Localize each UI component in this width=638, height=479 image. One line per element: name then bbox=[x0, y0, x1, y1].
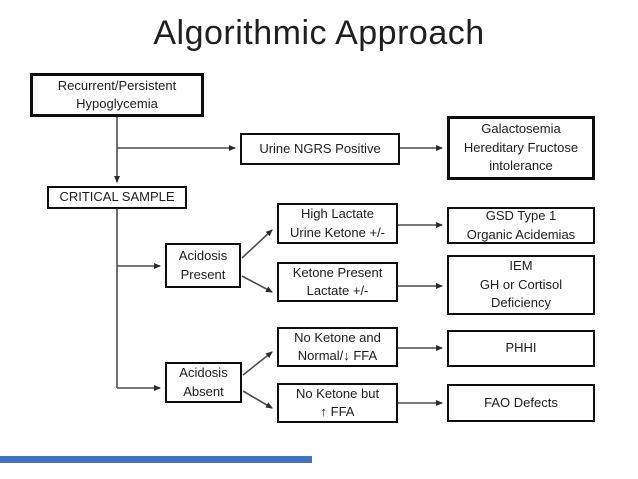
node-critical-sample: CRITICAL SAMPLE bbox=[47, 186, 187, 209]
node-galactosemia-hereditary-fructose: Galactosemia Hereditary Fructose intoler… bbox=[447, 116, 595, 180]
node-fao-defects: FAO Defects bbox=[447, 384, 595, 422]
node-phhi: PHHI bbox=[447, 330, 595, 367]
node-no-ketone-high-ffa: No Ketone but ↑ FFA bbox=[277, 383, 398, 423]
node-iem-gh-cortisol-deficiency: IEM GH or Cortisol Deficiency bbox=[447, 255, 595, 315]
node-no-ketone-normal-ffa: No Ketone and Normal/↓ FFA bbox=[277, 327, 398, 367]
bottom-accent-bar bbox=[0, 456, 312, 463]
slide-title: Algorithmic Approach bbox=[153, 14, 485, 52]
node-acidosis-absent: Acidosis Absent bbox=[165, 362, 242, 403]
node-high-lactate-urine-ketone: High Lactate Urine Ketone +/- bbox=[277, 203, 398, 244]
node-acidosis-present: Acidosis Present bbox=[165, 243, 241, 288]
node-ketone-present-lactate: Ketone Present Lactate +/- bbox=[277, 262, 398, 302]
node-gsd-organic-acidemias: GSD Type 1 Organic Acidemias bbox=[447, 207, 595, 244]
node-recurrent-persistent-hypoglycemia: Recurrent/Persistent Hypoglycemia bbox=[30, 73, 204, 117]
node-urine-ngrs-positive: Urine NGRS Positive bbox=[240, 133, 400, 165]
